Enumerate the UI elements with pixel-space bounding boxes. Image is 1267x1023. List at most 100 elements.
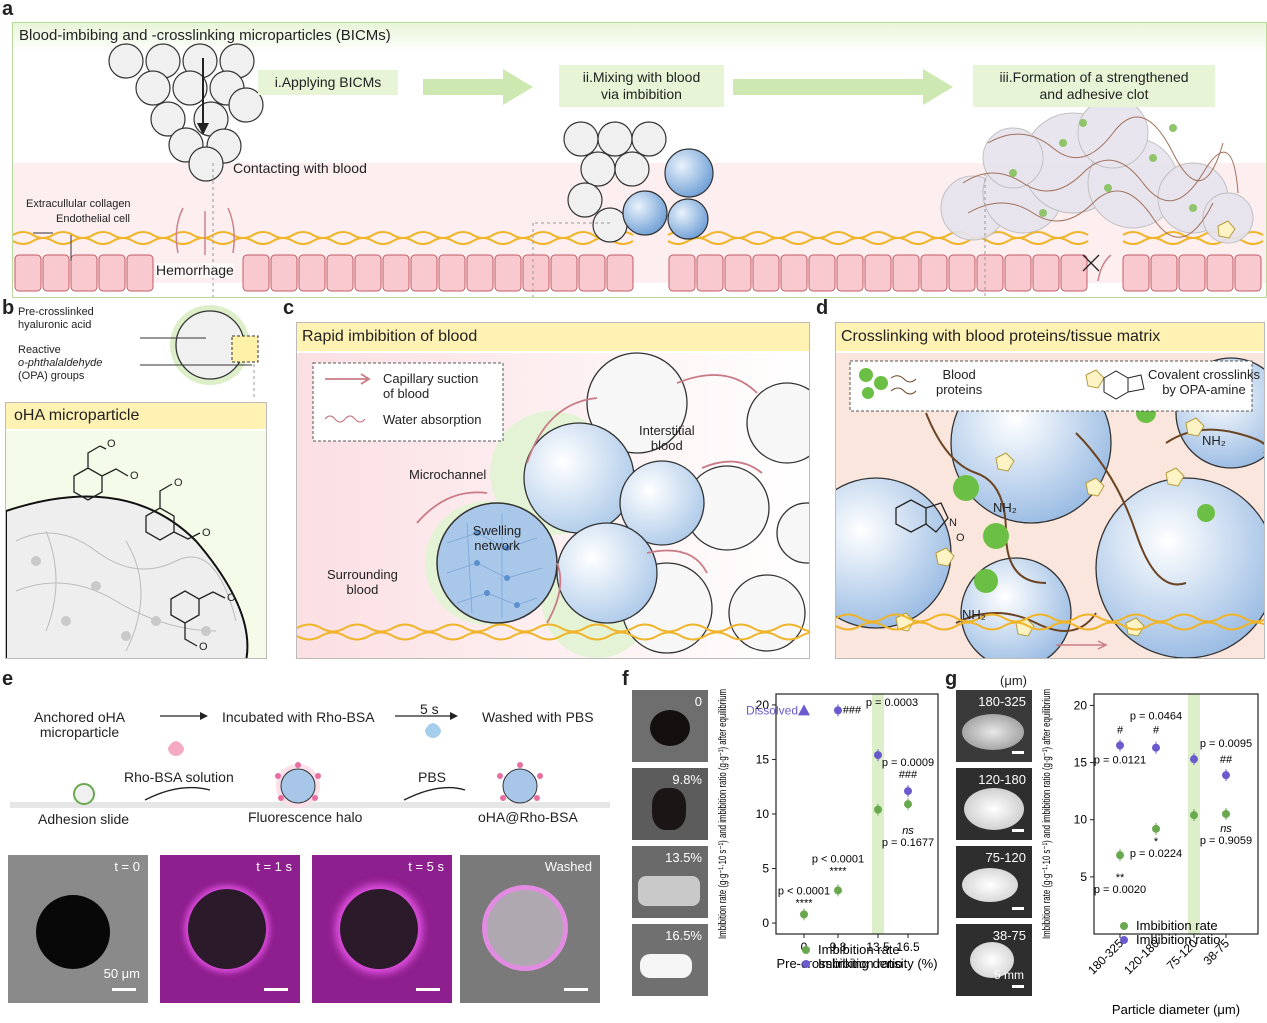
- image-t1-label: t = 1 s: [256, 859, 292, 874]
- legend-capillary: Capillary suction of blood: [383, 371, 478, 401]
- opa-label: Reactive o-phthalaldehyde (OPA) groups: [18, 344, 158, 383]
- legend-proteins-line1: Blood: [942, 367, 976, 382]
- surrounding-label: Surrounding blood: [327, 567, 398, 597]
- significance-annotation: p < 0.0001: [778, 885, 830, 897]
- photo-g-2: 75-120: [956, 846, 1032, 918]
- photo-g-1: 120-180: [956, 768, 1032, 840]
- step-formation-line2: and adhesive clot: [1039, 86, 1149, 102]
- interstitial-line2: blood: [650, 438, 683, 453]
- significance-annotation: #: [1117, 724, 1124, 736]
- photo-g-2-label: 75-120: [985, 850, 1026, 865]
- significance-annotation: p = 0.9059: [1200, 835, 1252, 847]
- significance-annotation: p = 0.0224: [1130, 848, 1182, 860]
- step-formation-line1: iii.Formation of a strengthened: [999, 69, 1189, 85]
- y-axis-label: Imbibition rate (g·g⁻¹·10 s⁻¹) and imbib…: [717, 689, 729, 939]
- image-t5-label: t = 5 s: [408, 859, 444, 874]
- legend-marker: [1120, 922, 1128, 930]
- nh2-label-2: NH₂: [993, 500, 1017, 515]
- photo-g-1-label: 120-180: [978, 772, 1026, 787]
- significance-annotation: ****: [829, 865, 847, 877]
- photo-g-3-scale: [1012, 985, 1024, 988]
- swelling-line2: network: [474, 538, 520, 553]
- data-point-ratio: [1152, 743, 1160, 752]
- oha-particle-diagram: [140, 305, 259, 400]
- data-point-ratio: [834, 706, 842, 715]
- data-point-rate: [1222, 810, 1230, 818]
- legend-capillary-line2: of blood: [383, 386, 430, 401]
- legend-marker: [802, 946, 810, 954]
- interstitial-label: Interstitial blood: [639, 423, 695, 453]
- nh2-label-3: NH₂: [962, 607, 986, 622]
- significance-annotation: ns: [902, 825, 914, 837]
- data-point-rate: [904, 800, 912, 809]
- step-applying: i.Applying BICMs: [258, 70, 398, 95]
- pre-line2: hyaluronic acid: [18, 319, 92, 331]
- image-t1: t = 1 s: [160, 855, 300, 1003]
- opa-line3: (OPA) groups: [18, 370, 85, 382]
- significance-annotation: p = 0.0095: [1200, 738, 1252, 750]
- photo-f-2-label: 13.5%: [665, 850, 702, 865]
- significance-annotation: p = 0.0464: [1130, 711, 1182, 723]
- significance-annotation: ns: [1220, 823, 1232, 835]
- legend-proteins: Blood proteins: [936, 367, 982, 397]
- svg-text:O: O: [130, 470, 139, 482]
- oha-title: oHA microparticle: [6, 403, 266, 429]
- photo-g-2-scale: [1012, 907, 1024, 910]
- panel-label-b: b: [2, 297, 15, 319]
- panel-d-illustration: N O: [836, 353, 1264, 658]
- x-tick-label: 13.5: [866, 940, 890, 954]
- significance-annotation: ###: [899, 769, 918, 781]
- data-point-ratio: [874, 751, 882, 760]
- photo-f-3-label: 16.5%: [665, 928, 702, 943]
- panel-c-title: Rapid imbibition of blood: [297, 323, 809, 351]
- photo-g-3-label: 38-75: [992, 928, 1026, 943]
- legend-label: Imbibition rate: [818, 942, 900, 957]
- significance-annotation: ****: [795, 897, 813, 909]
- scale-bar-2: [264, 988, 288, 991]
- svg-text:O: O: [227, 592, 236, 604]
- image-washed: Washed: [460, 855, 600, 1003]
- panel-d-title: Crosslinking with blood proteins/tissue …: [836, 323, 1264, 351]
- surrounding-line2: blood: [346, 582, 379, 597]
- panel-label-e: e: [2, 668, 14, 690]
- legend-label: Imbibition rate: [1136, 918, 1218, 933]
- dissolved-marker: [798, 704, 810, 716]
- scale-bar: [112, 988, 136, 991]
- rho-solution-label: Rho-BSA solution: [124, 769, 234, 785]
- data-point-rate: [834, 886, 842, 895]
- data-point-rate: [800, 910, 808, 919]
- pre-line1: Pre-crosslinked: [18, 306, 94, 318]
- y-tick-label: 20: [1074, 698, 1088, 712]
- x-tick-label: 9.8: [830, 940, 847, 954]
- x-axis-label: Particle diameter (μm): [1112, 1002, 1240, 1017]
- x-axis-label: Pre-crosslinking density (%): [776, 956, 937, 971]
- data-point-rate: [874, 805, 882, 814]
- pbs-label: PBS: [418, 769, 447, 785]
- photo-f-3: 16.5%: [632, 924, 708, 996]
- panel-d: N O Crosslinking with blood proteins/tis…: [835, 322, 1265, 659]
- data-point-ratio: [1222, 771, 1230, 780]
- legend-proteins-line2: proteins: [936, 382, 983, 397]
- anchored-line2: microparticle: [39, 724, 120, 740]
- y-tick-label: 15: [756, 752, 770, 766]
- data-point-rate: [1152, 824, 1160, 833]
- scale-bar-label: 50 μm: [103, 966, 140, 981]
- legend-capillary-line1: Capillary suction: [383, 371, 479, 386]
- photo-g-0-scale: [1012, 751, 1024, 754]
- y-tick-label: 0: [762, 916, 769, 930]
- photo-f-0-label: 0: [694, 694, 702, 709]
- legend-crosslinks-line2: by OPA-amine: [1162, 382, 1246, 397]
- image-t0: t = 0 50 μm: [8, 855, 148, 1003]
- washed-label: Washed with PBS: [482, 709, 594, 725]
- svg-text:O: O: [199, 641, 208, 653]
- collagen-label: Extracullular collagen: [26, 198, 131, 210]
- photo-f-0: 0: [632, 690, 708, 762]
- significance-annotation: p = 0.0009: [882, 757, 934, 769]
- panel-c-illustration: [297, 352, 809, 658]
- significance-annotation: #: [1153, 725, 1160, 737]
- photo-g-0: 180-325: [956, 690, 1032, 762]
- photo-f-1-label: 9.8%: [672, 772, 702, 787]
- legend-label: Imbibition ratio: [1136, 932, 1221, 947]
